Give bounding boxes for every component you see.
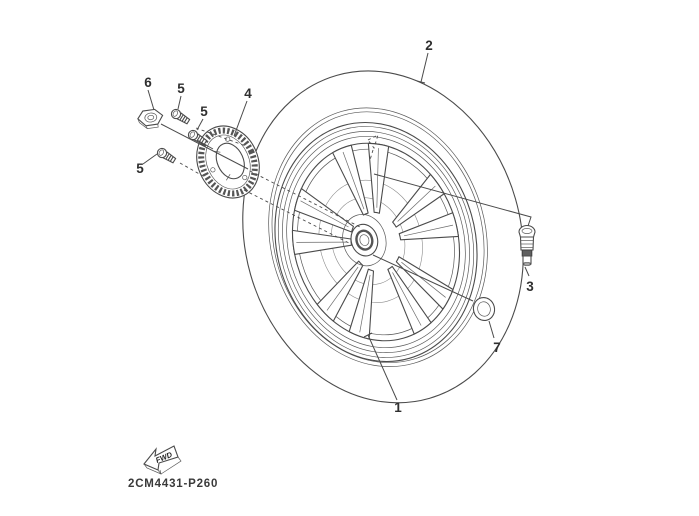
fwd-direction-arrow: FWD xyxy=(143,445,182,475)
spoke-edge-line xyxy=(318,267,367,310)
hub xyxy=(337,209,392,271)
callout-3[interactable]: 3 xyxy=(526,279,534,294)
callout-5a[interactable]: 5 xyxy=(177,81,185,96)
spoke-edge-line xyxy=(301,190,349,238)
spoke-edge-line xyxy=(401,253,445,306)
callout-2[interactable]: 2 xyxy=(425,38,433,53)
spoke-edge-line xyxy=(345,275,384,332)
callout-5c[interactable]: 5 xyxy=(136,161,144,176)
spoke-arm xyxy=(289,178,354,246)
spoke-edge-line xyxy=(392,269,421,329)
spoke-edge-line xyxy=(391,186,442,222)
screw-1 xyxy=(170,108,191,125)
part-code: 2CM4431-P260 xyxy=(128,478,218,490)
spoke-edge-line xyxy=(404,222,453,239)
spoke-arm xyxy=(332,145,371,218)
spoke-arm xyxy=(397,213,459,252)
callout-7[interactable]: 7 xyxy=(493,340,501,355)
tire xyxy=(204,37,561,436)
sensor-rotor-ring xyxy=(196,125,260,199)
callout-leader-lines xyxy=(142,52,532,401)
rear-wheel-assembly xyxy=(204,37,561,436)
callout-6[interactable]: 6 xyxy=(144,75,152,90)
spoke-edge-line xyxy=(361,148,394,208)
spoke-arm xyxy=(334,268,391,344)
callout-labels: 1 2 3 4 5 5 5 6 7 xyxy=(136,38,534,415)
spokes xyxy=(270,123,482,359)
o-ring xyxy=(472,297,496,321)
valve-stem xyxy=(518,225,536,266)
callout-4[interactable]: 4 xyxy=(244,86,252,101)
callout-5b[interactable]: 5 xyxy=(200,104,208,119)
callout-1[interactable]: 1 xyxy=(394,400,402,415)
spoke-edge-line xyxy=(296,229,347,256)
screw-3 xyxy=(156,147,177,164)
screw-2 xyxy=(187,129,208,146)
spoke-edge-line xyxy=(343,151,364,211)
assembly-axis-lines xyxy=(160,123,379,244)
axle-nut xyxy=(137,108,164,129)
